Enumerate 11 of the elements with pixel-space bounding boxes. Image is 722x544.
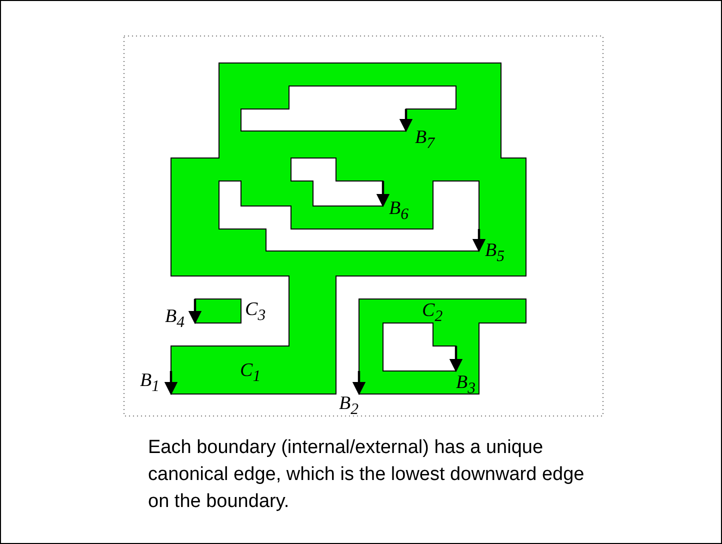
boundary-label: B$_{1}$ bbox=[140, 371, 160, 397]
boundary-label: B$_{7}$ bbox=[415, 128, 435, 154]
boundary-label: C$_{2}$ bbox=[422, 301, 443, 327]
boundary-label: C$_{3}$ bbox=[245, 300, 266, 326]
boundary-label: B$_{2}$ bbox=[339, 394, 359, 420]
boundary-label: B$_{3}$ bbox=[456, 373, 476, 399]
caption-text: Each boundary (internal/external) has a unique canonical edge, which is the lowest downward edge on the boundary. bbox=[148, 436, 586, 514]
boundary-label: B$_{4}$ bbox=[165, 307, 185, 333]
boundary-label: C$_{1}$ bbox=[240, 361, 261, 387]
boundary-label: B$_{5}$ bbox=[485, 241, 505, 267]
boundary-label: B$_{6}$ bbox=[389, 199, 409, 225]
